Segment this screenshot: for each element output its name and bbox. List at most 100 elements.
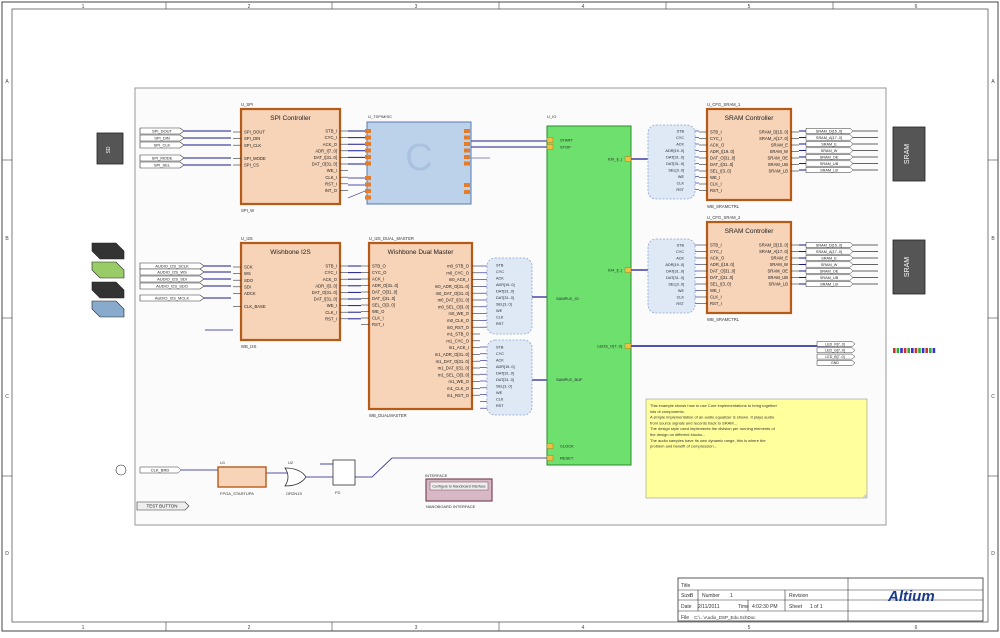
port-tag[interactable] xyxy=(805,268,854,274)
port-tag[interactable] xyxy=(805,134,854,141)
size-value: B xyxy=(690,593,694,599)
port-tag[interactable] xyxy=(805,255,854,261)
pin-label: ACK_O xyxy=(710,256,725,261)
pin-label: ACK_O xyxy=(323,277,338,282)
led-tag[interactable] xyxy=(816,360,856,366)
port-tag[interactable] xyxy=(139,134,185,142)
bus-signal-label: RST xyxy=(496,322,504,326)
port-tag[interactable] xyxy=(805,147,854,154)
sram-controller-2-title: SRAM Controller xyxy=(725,228,775,235)
spi-controller-ref: U_SPI xyxy=(241,102,253,107)
port-tag[interactable] xyxy=(139,262,205,270)
u2-label: U2 xyxy=(288,460,294,465)
bus-signal-label: ADR[19..0] xyxy=(665,263,684,267)
sram-connector-1-label: SRAM xyxy=(904,144,911,164)
spi-controller-body xyxy=(239,107,342,206)
bus-signal-label: WE xyxy=(678,289,685,293)
pin-label: ACK_O xyxy=(323,142,338,147)
port-tag[interactable] xyxy=(139,141,185,149)
port-tag[interactable] xyxy=(139,466,182,474)
interface-watermark-icon: C xyxy=(405,137,432,179)
pin-label: m1_STB_O xyxy=(447,332,470,337)
led-icon xyxy=(900,348,903,353)
zone-col-label: 6 xyxy=(915,4,918,10)
processor-pin-label: START xyxy=(560,138,573,143)
port-tag[interactable] xyxy=(805,128,854,134)
bus-signal-label: RST xyxy=(676,188,684,192)
pin-label: m1_RST_O xyxy=(447,393,470,398)
port-tag[interactable] xyxy=(139,294,205,302)
pin-label: DAT_I[31..0] xyxy=(710,162,733,167)
pin-label: WS xyxy=(244,271,251,276)
port-label: AUDIO_I2S_SDI xyxy=(157,277,187,282)
port-tag[interactable] xyxy=(139,268,205,276)
pin-label: m0_DAT_I[31..0] xyxy=(438,298,469,303)
port-tag[interactable] xyxy=(805,281,854,287)
altium-logo: Altium xyxy=(887,588,935,605)
port-tag[interactable] xyxy=(805,167,854,173)
pin-label: CLK_I xyxy=(710,182,722,187)
wishbone-bus-group-1 xyxy=(486,257,533,335)
wishbone-i2s-body xyxy=(239,241,342,342)
port-tag[interactable] xyxy=(139,161,185,169)
led-tag[interactable] xyxy=(816,347,856,354)
pin-label: CYC_O xyxy=(372,270,387,275)
port-tag[interactable] xyxy=(139,275,205,283)
port-tag[interactable] xyxy=(139,154,185,162)
pin-label: DAT_O[31..0] xyxy=(312,162,337,167)
zone-row-label: C xyxy=(991,394,995,400)
startup-label: FPGA_STARTUP8 xyxy=(220,491,254,496)
port-tag[interactable] xyxy=(139,127,185,135)
port-marker xyxy=(464,155,470,159)
audio-jack-icon xyxy=(91,281,125,299)
pin-label: SCK xyxy=(244,265,253,270)
bus-signal-label: ADR[19..0] xyxy=(496,283,515,287)
or-gate[interactable] xyxy=(284,467,307,487)
pin-label: DAT_O[31..0] xyxy=(312,290,337,295)
led-label: LED_B[7..0] xyxy=(825,355,844,359)
startup-block[interactable] xyxy=(217,466,267,488)
bus-signal-label: RST xyxy=(676,302,684,306)
port-label: SRAM_D[15..0] xyxy=(816,243,842,247)
pin-label: m1_SEL_O[3..0] xyxy=(438,372,469,377)
bus-signal-label: CYC xyxy=(676,136,684,140)
bus-signal-label: STB xyxy=(677,244,685,248)
pin-label: DAT_O[31..0] xyxy=(710,156,735,161)
wishbone-bus-group-2 xyxy=(486,339,533,416)
processor-ref: U_IO xyxy=(547,114,556,119)
zone-col-label: 1 xyxy=(82,4,85,10)
port-marker xyxy=(365,148,371,153)
port-marker xyxy=(464,183,470,187)
pin-label: SPI_CS xyxy=(244,163,259,168)
led-icon xyxy=(932,348,936,353)
port-tag[interactable] xyxy=(805,274,854,281)
port-tag[interactable] xyxy=(805,248,854,255)
port-tag[interactable] xyxy=(805,242,854,248)
pin-label: CYC_I xyxy=(710,249,722,254)
port-marker xyxy=(365,135,371,140)
sram-controller-1-body xyxy=(705,107,793,202)
pin-label: m0_DAT_O[31..0] xyxy=(436,291,469,296)
pin-label: INT_O xyxy=(325,188,338,193)
port-tag[interactable] xyxy=(805,141,854,147)
pin-label: CYC_I xyxy=(325,270,337,275)
test-button-tag[interactable] xyxy=(136,501,190,511)
port-label: AUDIO_I2S_SDO xyxy=(156,284,188,289)
port-tag[interactable] xyxy=(805,154,854,160)
port-tag[interactable] xyxy=(805,261,854,268)
led-tag[interactable] xyxy=(816,341,856,347)
pin-label: m0_ACK_I xyxy=(449,277,469,282)
port-tag[interactable] xyxy=(805,160,854,167)
led-tag[interactable] xyxy=(816,353,856,360)
port-tag[interactable] xyxy=(139,282,205,290)
led-icon xyxy=(911,348,914,353)
processor-block[interactable] xyxy=(546,125,632,466)
fd-flipflop[interactable] xyxy=(332,459,356,486)
port-marker xyxy=(365,142,371,146)
pin-label: SRAM_OE xyxy=(768,156,789,161)
